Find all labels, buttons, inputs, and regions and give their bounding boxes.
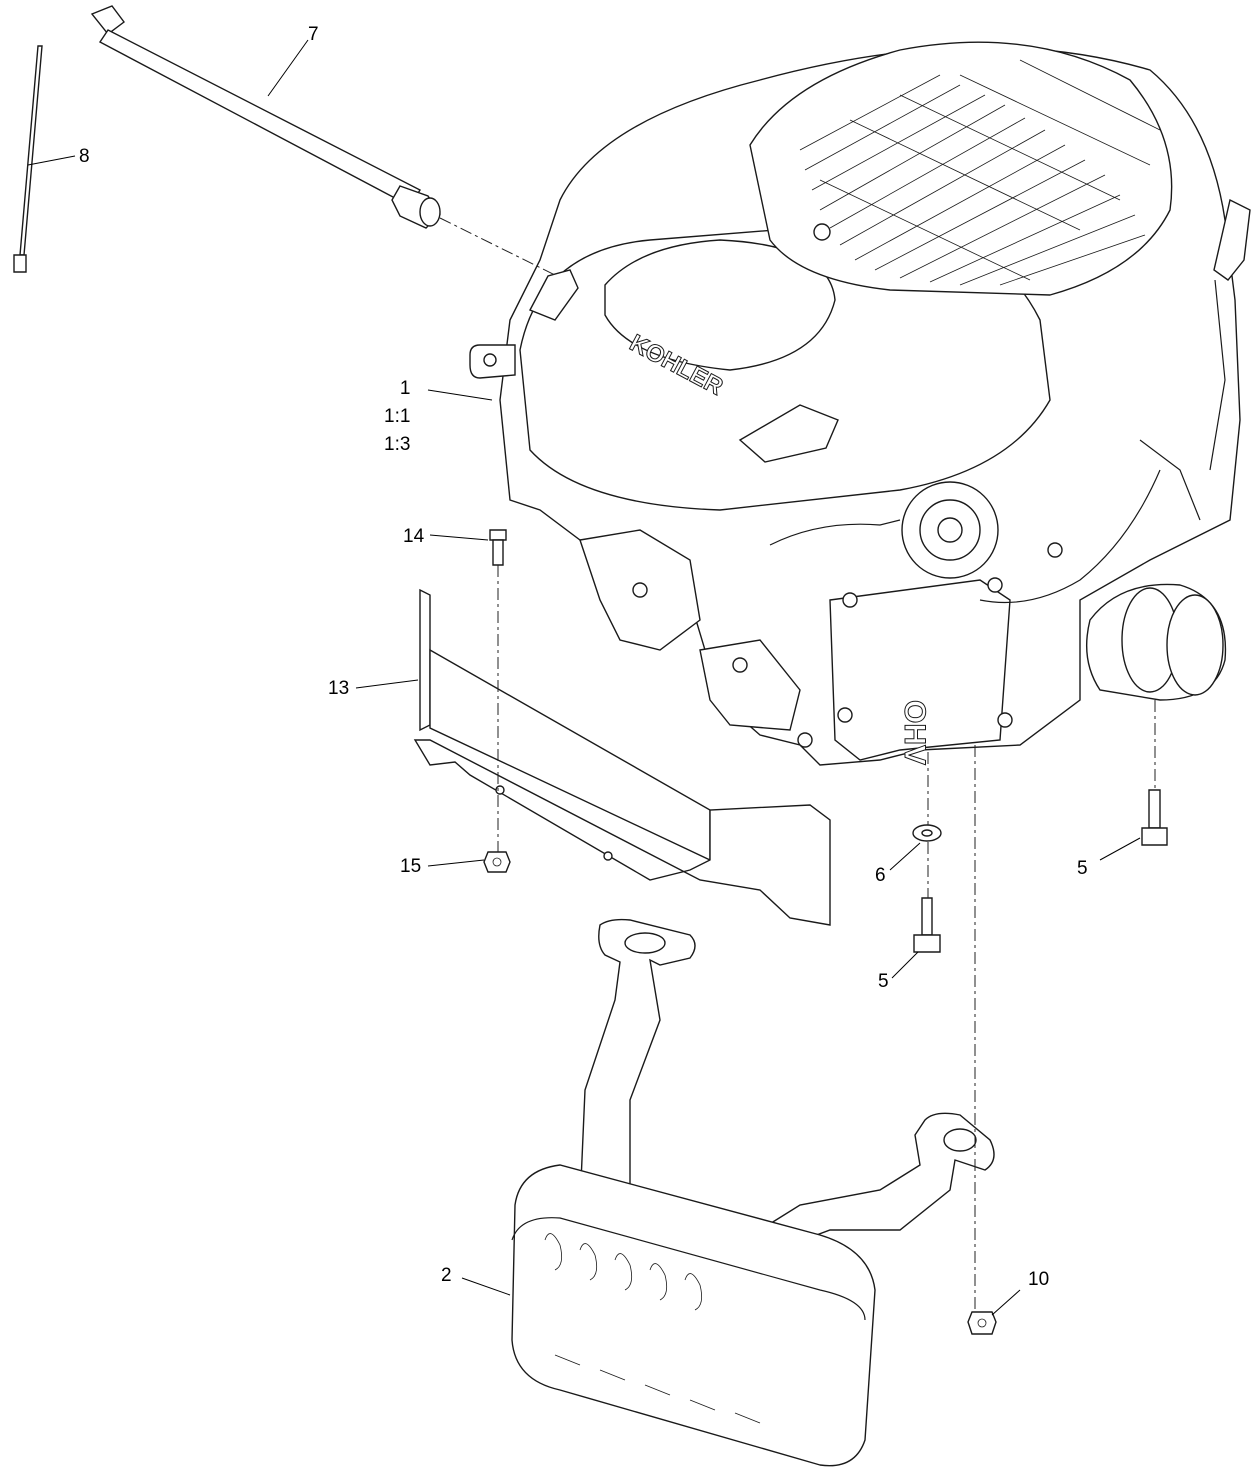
part-6-washer [912, 824, 942, 842]
callout-15: 15 [400, 856, 422, 877]
part-14-bolt [489, 529, 507, 566]
part-5-bolt-right [1141, 789, 1168, 846]
engine-assembly: KOHLER OHV [469, 41, 1251, 766]
callout-1-1: 1:1 [384, 406, 411, 427]
part-8-cable-tie [13, 45, 43, 273]
part-10-nut [967, 1311, 997, 1335]
part-15-nut [483, 851, 511, 873]
part-7-tube [90, 5, 441, 229]
part-2-muffler [511, 918, 995, 1467]
assembly-centerlines [439, 217, 1156, 1310]
callout-14: 14 [403, 526, 425, 547]
callout-13: 13 [328, 678, 350, 699]
part-5-bolt-center [913, 897, 941, 953]
callout-2: 2 [441, 1265, 452, 1286]
callout-5-center: 5 [878, 971, 889, 992]
part-13-heat-shield [413, 588, 831, 926]
callout-7: 7 [308, 24, 319, 45]
callout-8: 8 [79, 146, 90, 167]
callout-5-right: 5 [1077, 858, 1088, 879]
callout-leaders [27, 39, 1141, 1316]
oil-filter [1085, 583, 1227, 701]
callout-1-3: 1:3 [384, 434, 411, 455]
callout-1-group: 1 1:1 1:3 [384, 379, 410, 454]
ohv-logo: OHV [898, 700, 931, 765]
callout-10: 10 [1028, 1269, 1050, 1290]
callout-6: 6 [875, 865, 886, 886]
callout-1: 1 [399, 378, 411, 399]
